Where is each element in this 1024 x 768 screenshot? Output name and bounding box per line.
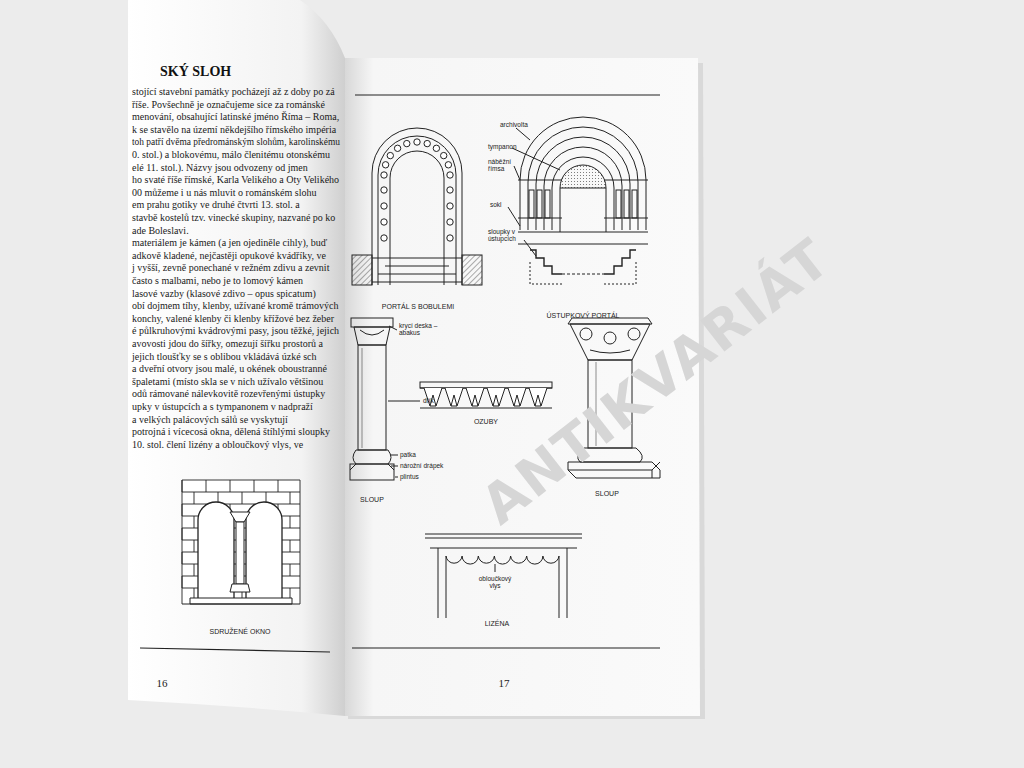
corbel-frieze-drawing — [420, 382, 552, 408]
column-drawing — [350, 318, 420, 480]
part-label: sloupky v ústupcích — [488, 228, 530, 243]
body-text-line: adkově kladené, nejčastěji opukové kvádř… — [132, 250, 326, 262]
pilaster-strip-drawing — [425, 534, 582, 618]
section-heading: SKÝ SLOH — [160, 64, 231, 80]
body-text-line: obí dojmem tíhy, klenby, užívané kromě t… — [132, 300, 338, 312]
figure-caption: PORTÁL S BOBULEMI — [382, 303, 454, 311]
part-label: náběžní římsa — [488, 158, 520, 173]
body-text-line: stojící stavební památky pocházejí až z … — [132, 86, 335, 98]
figure-caption: SLOUP — [360, 496, 384, 504]
body-text-line: stavbě kostelů tzv. vinecké skupiny, naz… — [132, 212, 335, 224]
left-page — [128, 0, 345, 716]
body-text-line: elé 11. stol.). Názvy jsou odvozeny od j… — [132, 162, 308, 174]
body-text-line: lasové vazby (klasové zdivo – opus spica… — [132, 288, 316, 300]
body-text-line: menování, obsahující latinské jméno Říma… — [132, 111, 339, 123]
body-text-line: materiálem je kámen (a jen ojediněle cih… — [132, 237, 327, 249]
figure-caption: SLOUP — [595, 490, 619, 498]
part-label: plintus — [400, 473, 419, 480]
body-text-line: 10. stol. člení lizény a obloučkový vlys… — [132, 439, 303, 451]
part-label: patka — [400, 451, 416, 458]
stepped-portal-drawing — [508, 117, 648, 284]
body-text-line: 0. stol.) a blokovému, málo členitému ot… — [132, 149, 330, 161]
part-label: dřík — [423, 397, 434, 404]
body-text-line: em prahu gotiky ve druhé čtvrti 13. stol… — [132, 199, 300, 211]
body-text-line: a velkých palácových sálů se vyskytují — [132, 414, 288, 426]
body-text-line: říše. Povšechně je označujeme sice za ro… — [132, 99, 325, 111]
body-text-line: odů rámované nálevkovitě rozevřenými úst… — [132, 388, 325, 400]
watermark: ANTIKVARIÁT — [470, 227, 842, 537]
body-text-line: ho svaté říše římské, Karla Velikého a O… — [132, 174, 339, 186]
top-rule — [355, 94, 660, 95]
part-label: archivolta — [500, 121, 528, 128]
figure-caption: OZUBY — [474, 418, 498, 426]
page-number: 17 — [499, 677, 510, 690]
figure-caption: SDRUŽENÉ OKNO — [210, 628, 271, 636]
body-text-line: a dveřní otvory jsou malé, u okének obou… — [132, 363, 327, 375]
figure-caption: LIZÉNA — [485, 620, 510, 628]
body-text-line: k se stavělo na území někdejšího římskéh… — [132, 124, 336, 136]
body-text-line: avovosti jdou do šířky, omezují šířku pr… — [132, 338, 323, 350]
body-text-line: často s malbami, nebo je to lomový kámen — [132, 275, 303, 287]
part-label: obloučkový vlys — [475, 575, 515, 590]
portal-drawing — [352, 128, 482, 285]
body-text-line: jejich tloušťky se s oblibou vkládává úz… — [132, 351, 317, 363]
body-text-line: upky v ústupcích a s tympanonem v nadpra… — [132, 401, 313, 413]
page-number: 16 — [157, 677, 168, 690]
body-text-line: toh patří dvěma předrománským slohům, ka… — [132, 136, 340, 148]
figure-caption: ÚSTUPKOVÝ PORTÁL — [547, 312, 620, 320]
part-label: nárožní drápek — [400, 462, 443, 469]
part-label: krycí deska – abakus — [399, 322, 445, 337]
body-text-line: potrojná i vícecosá okna, dělená štíhlým… — [132, 426, 330, 438]
body-text-line: 00 můžeme i u nás mluvit o románském slo… — [132, 187, 316, 199]
body-text-line: ade Boleslavi. — [132, 225, 189, 237]
body-text-line: j vyšší, zevně ponechané v režném zdivu … — [132, 262, 329, 274]
part-label: tympanon — [488, 143, 517, 150]
body-text-line: špaletami (místo skla se v nich užívalo … — [132, 376, 323, 388]
part-label: sokl — [490, 201, 502, 208]
twin-window-drawing — [182, 480, 300, 604]
body-text-line: é půlkruhovými kvádrovými pasy, jsou těž… — [132, 325, 339, 337]
bottom-rule — [352, 647, 660, 648]
body-text-line: konchy, valené klenby či klenby křížové … — [132, 313, 334, 325]
bottom-rule-left — [140, 648, 330, 652]
